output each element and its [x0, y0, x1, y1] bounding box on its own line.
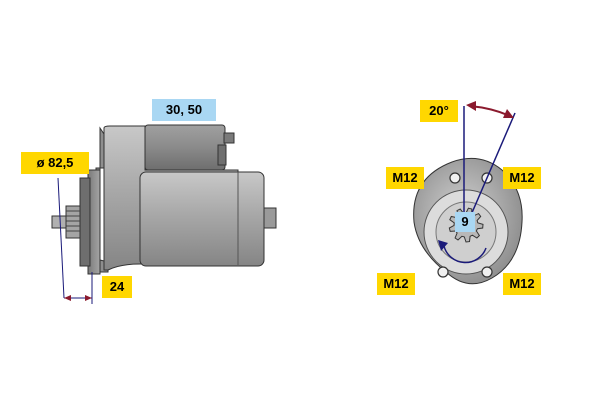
angle-arrow-right: [503, 109, 514, 118]
shaft-tip: [51, 215, 67, 229]
dim-arrow-left: [64, 295, 71, 301]
flange-offset-label: 24: [102, 276, 132, 298]
thread-label-bottom-right: M12: [503, 273, 541, 295]
solenoid-terminal: [223, 132, 235, 144]
terminals-label: 30, 50: [152, 99, 216, 121]
rotation-arrow: [443, 245, 487, 264]
thread-label-top-left: M12: [386, 167, 424, 189]
angle-label: 20°: [420, 100, 458, 122]
angle-arrow-left: [466, 101, 476, 111]
solenoid: [144, 124, 226, 171]
solenoid-cap: [217, 144, 227, 166]
teeth-count-label: 9: [455, 212, 475, 232]
dim-arrow-right: [85, 295, 92, 301]
rear-bushing: [263, 207, 277, 229]
pinion-gear: [65, 205, 81, 239]
bolt-hole-bottom-left: [437, 266, 449, 278]
diameter-label: ø 82,5: [21, 152, 89, 174]
bolt-hole-bottom-right: [481, 266, 493, 278]
side-view: [51, 124, 277, 304]
bolt-hole-top-left: [449, 172, 461, 184]
motor-body: [139, 171, 265, 267]
flange-lip: [79, 177, 91, 267]
thread-label-top-right: M12: [503, 167, 541, 189]
angle-line-tilted: [467, 112, 516, 223]
thread-label-bottom-left: M12: [377, 273, 415, 295]
rotation-arrow-head: [438, 240, 448, 251]
front-view: [413, 101, 523, 285]
